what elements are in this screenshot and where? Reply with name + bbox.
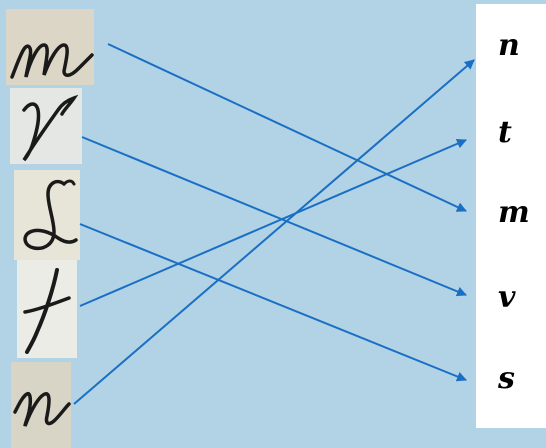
cursive-s-tile — [14, 170, 80, 260]
connector-s-to-s — [79, 223, 467, 382]
print-letter-s: s — [498, 361, 515, 396]
cursive-s-glyph-icon — [23, 179, 78, 251]
connector-m-to-m — [107, 43, 467, 212]
cursive-v-glyph-icon — [22, 94, 79, 162]
cursive-n-glyph-icon — [13, 392, 71, 427]
cursive-m-glyph-icon — [10, 43, 94, 79]
cursive-m-tile — [6, 9, 94, 85]
print-letter-n: n — [498, 28, 520, 63]
cursive-t-tile — [17, 260, 77, 358]
print-letter-v: v — [498, 280, 516, 315]
cursive-n-tile — [11, 362, 71, 448]
connector-v-to-v — [81, 136, 467, 297]
connector-n-to-n — [73, 59, 475, 405]
cursive-t-glyph-icon — [23, 268, 71, 354]
print-letter-m: m — [498, 195, 530, 230]
cursive-v-tile — [10, 88, 82, 164]
connector-t-to-t — [79, 138, 467, 307]
answer-panel — [476, 4, 546, 428]
print-letter-t: t — [498, 115, 512, 150]
